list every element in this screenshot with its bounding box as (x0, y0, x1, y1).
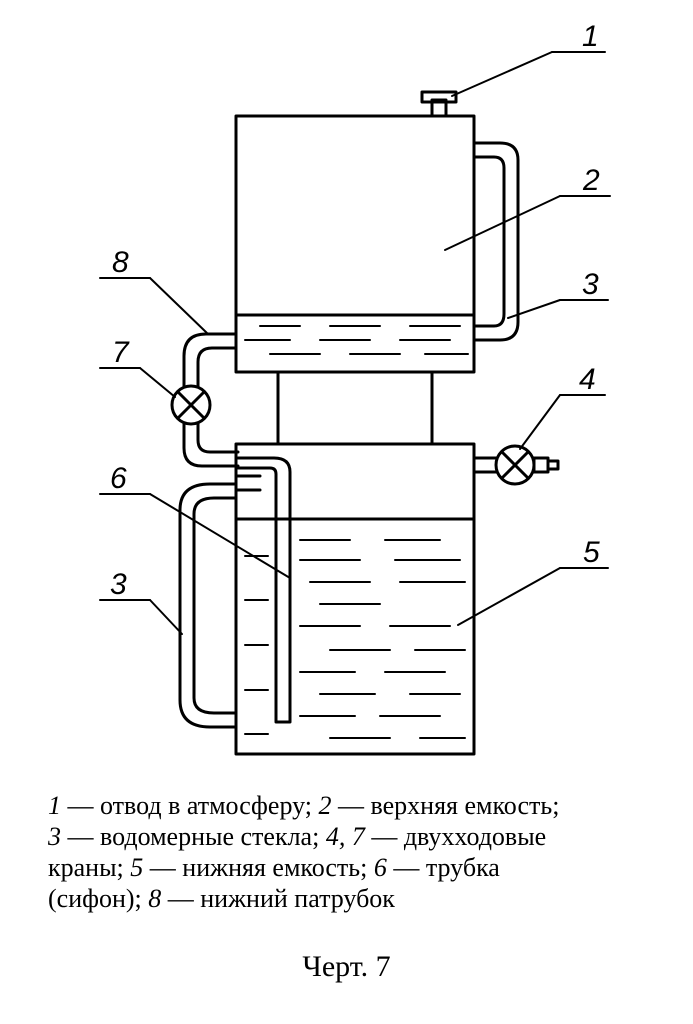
legend-text-4-7: — двухходовые (364, 822, 547, 851)
label-2: 2 (582, 164, 600, 197)
legend-num-2: 2 (318, 791, 332, 820)
valve-4 (472, 444, 560, 486)
legend-num-3: 3 (48, 822, 61, 851)
legend-num-4-7: 4, 7 (325, 822, 365, 851)
legend-num-6: 6 (373, 853, 387, 882)
legend-text-8: — нижний патрубок (161, 884, 395, 913)
label-7: 7 (112, 336, 130, 369)
label-3-top: 3 (582, 268, 599, 301)
legend-num-1: 1 (48, 791, 61, 820)
figure-legend: 1 — отвод в атмосферу; 2 — верхняя емкос… (48, 790, 658, 914)
legend-num-5: 5 (130, 853, 144, 882)
legend-text-1: — отвод в атмосферу; (61, 791, 319, 820)
label-8: 8 (112, 246, 129, 279)
legend-num-8: 8 (148, 884, 162, 913)
label-5: 5 (583, 536, 600, 569)
label-3-bottom: 3 (110, 568, 127, 601)
legend-text-3: — водомерные стекла; (61, 822, 326, 851)
support-legs (276, 370, 434, 446)
legend-text-4-7-cont: краны; (48, 853, 131, 882)
siphon-tube (236, 456, 292, 724)
legend-text-2: — верхняя емкость; (331, 791, 560, 820)
legend-text-6-cont: (сифон); (48, 884, 149, 913)
legend-text-6: — трубка (386, 853, 500, 882)
valve-7 (170, 384, 212, 426)
lower-vessel (234, 442, 476, 756)
atmosphere-vent (420, 90, 458, 118)
apparatus-diagram: 1 2 3 4 5 6 3 7 8 (99, 20, 611, 756)
figure-title: Черт. 7 (302, 950, 391, 983)
leader-lines (99, 51, 611, 635)
label-6: 6 (110, 462, 127, 495)
label-1: 1 (582, 20, 599, 53)
lower-sight-glass (178, 474, 262, 729)
upper-sight-glass (472, 141, 520, 342)
lower-nozzle-pipe (182, 332, 240, 468)
upper-vessel (234, 114, 476, 374)
legend-text-5: — нижняя емкость; (143, 853, 374, 882)
label-4: 4 (579, 363, 596, 396)
